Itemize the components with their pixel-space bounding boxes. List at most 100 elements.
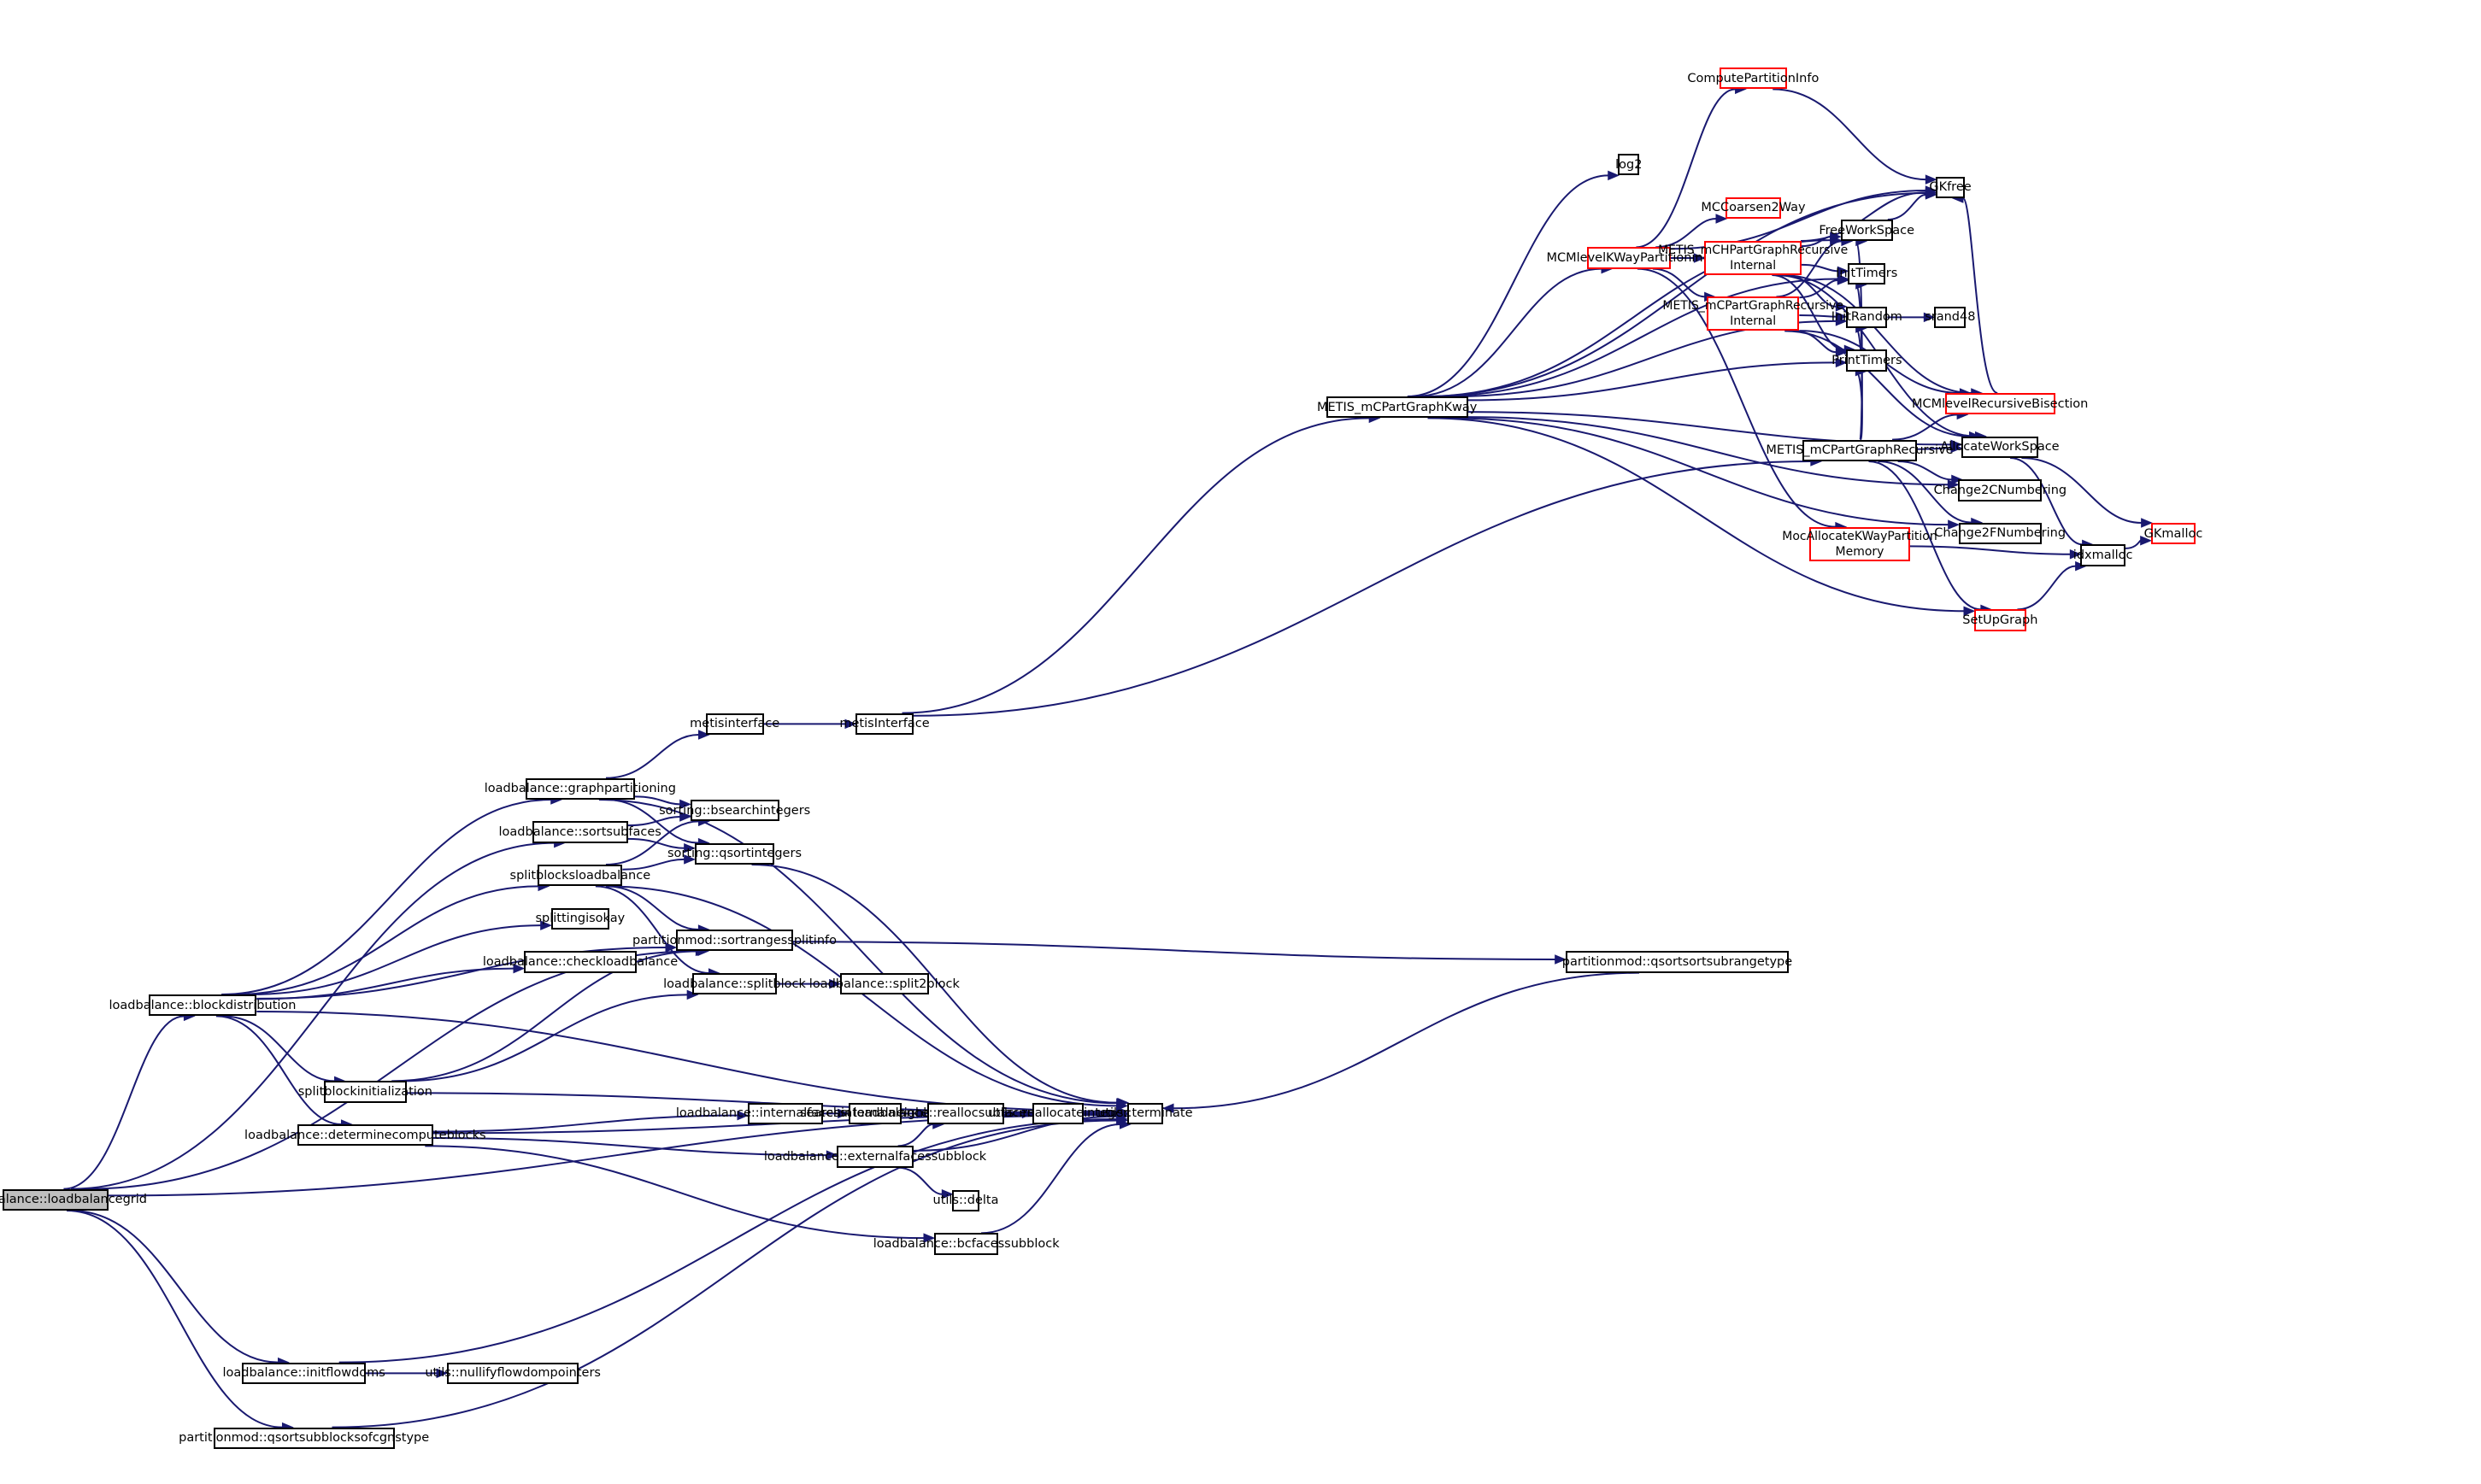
node-split2block[interactable]: loadbalance::split2block <box>809 973 960 995</box>
node-srand48[interactable]: srand48 <box>1925 306 1975 328</box>
edge-splitblocksloadbalance-to-splitblock <box>595 885 709 974</box>
arrowhead-icon <box>1835 357 1848 368</box>
edge-splitblockinitialization-to-splitblock <box>402 994 688 1082</box>
arrowhead-icon <box>1925 190 1937 200</box>
node-allocateworkspace[interactable]: AllocateWorkSpace <box>1940 436 2060 458</box>
edge-blockdistribution-to-graphpartitioning <box>221 799 551 995</box>
node-metisinterface-u[interactable]: metisInterface <box>839 713 930 735</box>
node-log2[interactable]: log2 <box>1615 154 1643 176</box>
node-change2cnumbering[interactable]: Change2CNumbering <box>1934 479 2067 502</box>
edge-sortsubfaces-to-qsortintegers <box>627 837 685 849</box>
arrowhead-icon <box>1837 275 1849 285</box>
edge-qsortsubblocksofcgnstype-to-terminate <box>332 1119 1117 1428</box>
edge-splitblocksloadbalance-to-terminate <box>605 885 1117 1107</box>
node-freeworkspace[interactable]: FreeWorkSpace <box>1819 220 1914 242</box>
edge-loadbalancegrid-to-initflowdoms <box>70 1210 279 1364</box>
edge-loadbalancegrid-to-qsortsubblocksofcgnstype <box>67 1210 283 1428</box>
node-terminate[interactable]: utils::terminate <box>1097 1102 1193 1124</box>
arrowhead-icon <box>679 799 691 810</box>
arrowhead-icon <box>540 920 552 930</box>
edge-sortrangessplitinfo-to-qsortsortsubrangetype <box>792 941 1555 960</box>
node-splittingisokay[interactable]: splittingisokay <box>535 907 625 930</box>
node-graphpartitioning[interactable]: loadbalance::graphpartitioning <box>485 777 676 800</box>
node-initflowdoms[interactable]: loadbalance::initflowdoms <box>222 1362 385 1384</box>
node-metis-mchpartgraphrecursiveinternal[interactable]: METIS_mCHPartGraphRecursive Internal <box>1658 241 1848 275</box>
arrowhead-icon <box>698 730 710 740</box>
node-mccoarsen2way[interactable]: MCCoarsen2Way <box>1701 196 1806 219</box>
node-checkloadbalance[interactable]: loadbalance::checkloadbalance <box>483 951 678 973</box>
node-sortrangessplitinfo[interactable]: partitionmod::sortrangessplitinfo <box>632 930 837 952</box>
node-mocallocatekwaypartitionmemory[interactable]: MocAllocateKWayPartition Memory <box>1782 526 1937 561</box>
arrowhead-icon <box>1948 519 1960 530</box>
node-bcfacessubblock[interactable]: loadbalance::bcfacessubblock <box>873 1233 1060 1255</box>
node-sortsubfaces[interactable]: loadbalance::sortsubfaces <box>499 821 661 843</box>
node-reallocateinteger[interactable]: utils::reallocateinteger <box>988 1102 1128 1124</box>
node-nullifyflowdompointers[interactable]: utils::nullifyflowdompointers <box>425 1362 601 1384</box>
edge-METIS_mCPartGraphRecursive-to-SetUpGraph <box>1868 460 1981 611</box>
node-splitblocksloadbalance[interactable]: splitblocksloadbalance <box>510 865 650 887</box>
node-metis-mcpartgraphkway[interactable]: METIS_mCPartGraphKway <box>1317 396 1477 419</box>
arrowhead-icon <box>826 1150 838 1160</box>
edge-METIS_mCHPartGraphRecursiveInternal-to-GKfree <box>1801 191 1926 242</box>
edge-METIS_mCHPartGraphRecursiveInternal-to-FreeWorkSpace <box>1801 236 1831 248</box>
node-bsearchintegers[interactable]: sorting::bsearchintegers <box>659 800 810 822</box>
arrowhead-icon <box>1608 170 1620 181</box>
arrowhead-icon <box>679 812 691 822</box>
node-inittimers[interactable]: InitTimers <box>1836 262 1897 284</box>
node-gkfree[interactable]: GKfree <box>1929 176 1972 198</box>
node-qsortsubblocksofcgnstype[interactable]: partitionmod::qsortsubblocksofcgnstype <box>179 1427 429 1449</box>
node-qsortsortsubrangetype[interactable]: partitionmod::qsortsortsubrangetype <box>1562 951 1792 973</box>
edge-METIS_mCPartGraphKway-to-Change2FNumbering <box>1449 417 1949 526</box>
arrowhead-icon <box>1835 347 1848 357</box>
node-splitblock[interactable]: loadbalance::splitblock <box>663 973 806 995</box>
edge-METIS_mCHPartGraphRecursiveInternal-to-PrintTimers <box>1772 274 1845 351</box>
edge-graphpartitioning-to-bsearchintegers <box>634 795 680 806</box>
node-blockdistribution[interactable]: loadbalance::blockdistribution <box>109 994 296 1017</box>
arrowhead-icon <box>923 1233 936 1243</box>
edge-METIS_mCPartGraphKway-to-PrintTimers <box>1467 361 1837 402</box>
arrowhead-icon <box>1555 954 1567 965</box>
node-splitblockinitialization[interactable]: splitblockinitialization <box>298 1081 432 1103</box>
node-qsortintegers[interactable]: sorting::qsortintegers <box>667 842 802 865</box>
node-initrandom[interactable]: InitRandom <box>1831 306 1902 328</box>
arrowhead-icon <box>436 1368 449 1379</box>
edge-blockdistribution-to-splitblocksloadbalance <box>233 885 539 995</box>
edge-METIS_mCPartGraphRecursive-to-Change2CNumbering <box>1897 460 1952 481</box>
arrowhead-icon <box>1963 606 1976 617</box>
edge-METIS_mCPartGraphRecursiveInternal-to-InitTimers <box>1799 279 1838 299</box>
edge-METIS_mCPartGraphKway-to-MCMlevelKWayPartitioning <box>1414 267 1602 397</box>
edge-determinecomputeblocks-to-externalfacessubblock <box>432 1137 827 1157</box>
edge-MCMlevelKWayPartitioning-to-MocAllocateKWayPartitionMemory <box>1637 267 1836 528</box>
node-setupgraph[interactable]: SetUpGraph <box>1962 609 2037 631</box>
node-mcmlevelrecursivebisection[interactable]: MCMlevelRecursiveBisection <box>1912 393 2088 415</box>
node-delta[interactable]: utils::delta <box>933 1189 998 1211</box>
edge-blockdistribution-to-splittingisokay <box>250 924 541 995</box>
node-metisinterface-l[interactable]: metisinterface <box>690 713 779 735</box>
edge-MCMlevelKWayPartitioning-to-MCCoarsen2Way <box>1655 218 1717 249</box>
node-computepartitioninfo[interactable]: ComputePartitionInfo <box>1687 67 1819 90</box>
node-idxmalloc[interactable]: idxmalloc <box>2073 544 2133 566</box>
arrowhead-icon <box>916 1108 929 1119</box>
arrowhead-icon <box>1923 312 1936 323</box>
node-metis-mcpartgraphrecursive[interactable]: METIS_mCPartGraphRecursive <box>1766 439 1954 461</box>
edge-MCMlevelRecursiveBisection-to-GKfree <box>1961 197 1998 394</box>
node-loadbalancegrid: loadbalance::loadbalancegrid <box>0 1188 147 1211</box>
edge-ComputePartitionInfo-to-GKfree <box>1773 88 1926 181</box>
node-metis-mcpartgraphrecursiveinternal[interactable]: METIS_mCPartGraphRecursive Internal <box>1662 296 1843 331</box>
node-change2fnumbering[interactable]: Change2FNumbering <box>1934 522 2066 544</box>
edge-loadbalancegrid-to-sortsubfaces <box>70 842 555 1190</box>
node-printtimers[interactable]: PrintTimers <box>1831 349 1902 372</box>
node-mcmlevelkwaypartitioning[interactable]: MCMlevelKWayPartitioning <box>1546 247 1711 269</box>
edge-METIS_mCPartGraphKway-to-log2 <box>1407 174 1608 397</box>
node-gkmalloc[interactable]: GKmalloc <box>2144 523 2202 545</box>
arrowhead-icon <box>1693 253 1706 263</box>
arrowhead-icon <box>1950 443 1963 454</box>
node-externalfacessubblock[interactable]: loadbalance::externalfacessubblock <box>764 1146 986 1168</box>
arrowhead-icon <box>829 978 841 989</box>
edge-METIS_mCPartGraphRecursive-to-MCMlevelRecursiveBisection <box>1892 414 1958 441</box>
node-determinecomputeblocks[interactable]: loadbalance::determinecomputeblocks <box>244 1124 486 1147</box>
edge-FreeWorkSpace-to-GKfree <box>1887 193 1926 220</box>
arrowhead-icon <box>1116 1115 1128 1126</box>
edge-AllocateWorkSpace-to-idxmalloc <box>2010 457 2083 546</box>
